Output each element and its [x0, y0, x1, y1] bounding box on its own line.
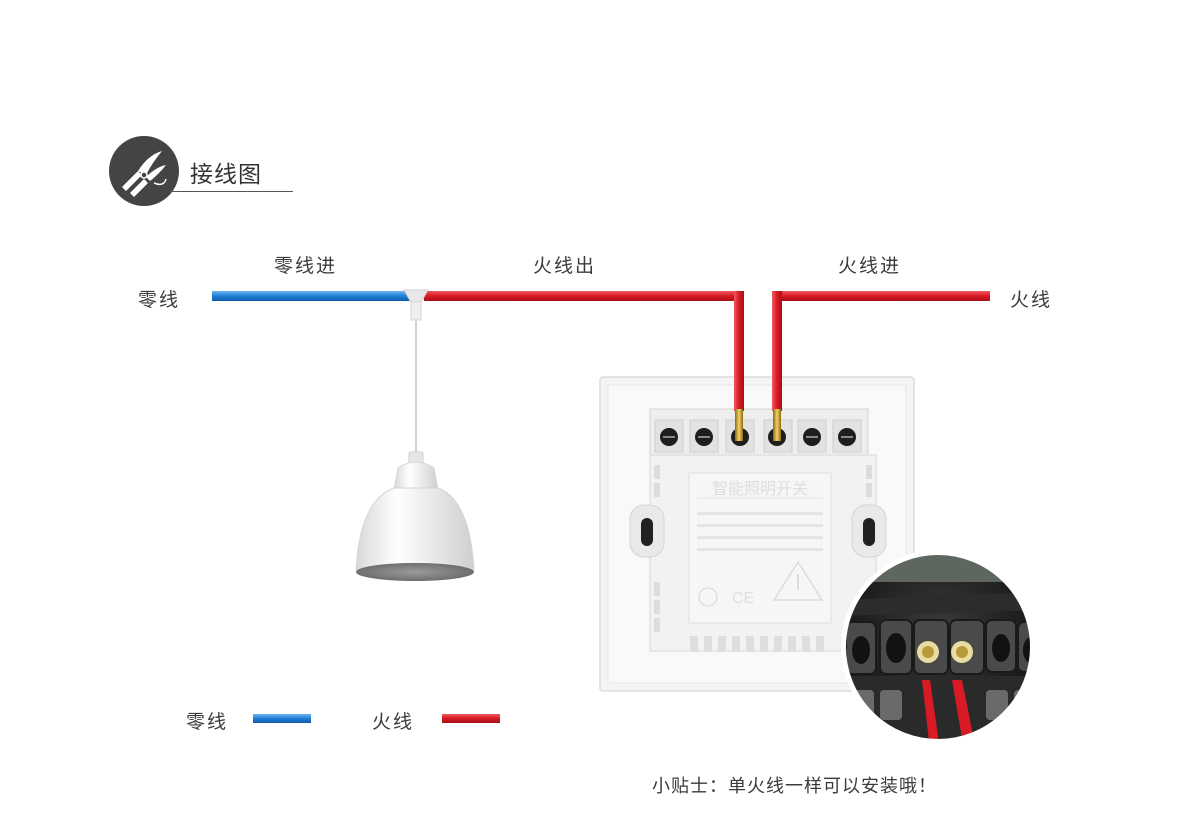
- title-underline: [170, 191, 293, 192]
- label-neutral: 零线: [138, 289, 181, 311]
- live-in-wire-horizontal: [772, 291, 990, 301]
- page-title: 接线图: [190, 162, 262, 188]
- label-live: 火线: [1010, 289, 1053, 311]
- neutral-wire: [212, 291, 410, 301]
- svg-text:CE: CE: [732, 590, 754, 607]
- switch-back-plate: CE: [599, 376, 915, 692]
- live-in-wire-vertical: [772, 291, 782, 411]
- live-out-wire-horizontal: [424, 291, 744, 301]
- live-out-brass-tip: [735, 409, 743, 441]
- legend-live-label: 火线: [372, 711, 415, 733]
- pliers-icon: [109, 136, 179, 206]
- header: 接线图: [108, 135, 308, 207]
- live-out-wire-vertical: [734, 291, 744, 411]
- terminal-zoom-inset: [841, 550, 1035, 744]
- label-live-out: 火线出: [533, 255, 597, 277]
- label-neutral-in: 零线进: [274, 255, 338, 277]
- tip-text: 小贴士：单火线一样可以安装哦！: [652, 776, 937, 797]
- live-in-brass-tip: [773, 409, 781, 441]
- legend-live-swatch: [442, 714, 500, 723]
- legend-neutral-label: 零线: [186, 711, 229, 733]
- switch-face-title: 智能照明开关: [712, 479, 808, 498]
- label-live-in: 火线进: [838, 255, 902, 277]
- pendant-lamp: [355, 289, 475, 581]
- legend-neutral-swatch: [253, 714, 311, 723]
